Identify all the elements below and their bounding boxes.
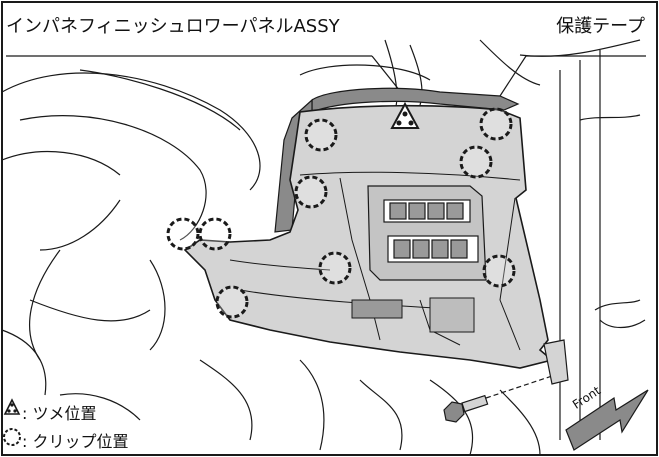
clip-marker: [459, 145, 493, 179]
front-arrow-shape: [565, 389, 649, 451]
protective-tape: [311, 87, 520, 113]
clip-marker: [166, 217, 200, 251]
legend-tab-text: : ツメ位置: [22, 404, 97, 423]
legend-clip-text: : クリップ位置: [22, 432, 129, 451]
leader-lines: [6, 55, 646, 97]
background-linework: [1, 39, 646, 456]
panel-vent: [429, 297, 475, 333]
clip-marker: [304, 118, 338, 152]
legend-tab-icon: [3, 398, 21, 415]
legend-clip-icon: [3, 428, 21, 446]
bracket: [543, 339, 569, 385]
lower-finish-panel: [183, 104, 554, 369]
switch-bank: [367, 185, 487, 281]
panel-slot: [351, 299, 403, 319]
clip-marker: [318, 251, 352, 285]
clip-marker: [198, 217, 232, 251]
clip-marker: [294, 175, 328, 209]
clip-markers: [166, 107, 516, 319]
clip-marker: [215, 285, 249, 319]
label-protective-tape: 保護テープ: [556, 16, 645, 37]
label-lower-panel-assy: インパネフィニッシュロワーパネルASSY: [6, 16, 340, 37]
clip-marker: [482, 254, 516, 288]
clip-marker: [479, 107, 513, 141]
bolt: [443, 375, 553, 423]
tab-marker: [390, 101, 420, 129]
